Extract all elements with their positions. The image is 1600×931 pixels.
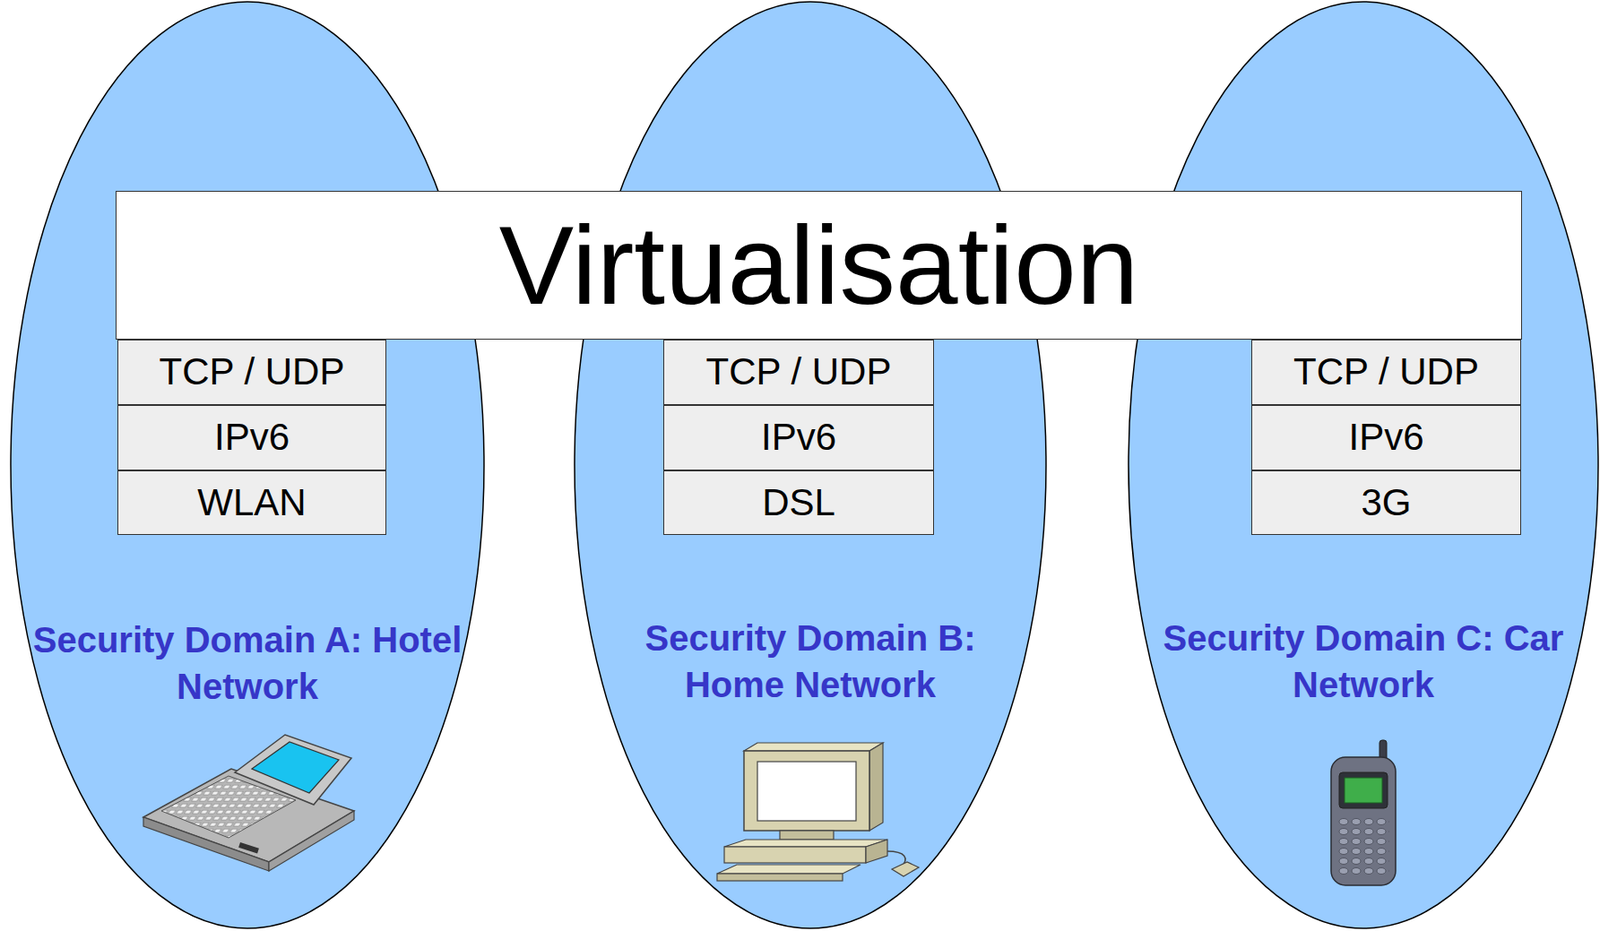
protocol-layer-box: IPv6 — [663, 405, 935, 471]
protocol-label: IPv6 — [761, 416, 837, 459]
security-domain-ellipse: Security Domain A: Hotel Network TCP / UD… — [9, 0, 485, 930]
mobile-phone-icon — [1331, 740, 1396, 886]
protocol-label: WLAN — [197, 482, 306, 524]
protocol-layer-box: TCP / UDP — [1251, 339, 1522, 406]
security-domain-ellipse: Security Domain C: Car Network TCP / UDP I… — [1127, 0, 1600, 930]
domain-label: Security Domain A: Hotel Network — [27, 616, 468, 710]
protocol-layer-box: TCP / UDP — [117, 339, 387, 406]
virtualisation-layer-box: Virtualisation — [115, 190, 1523, 340]
laptop-icon — [143, 735, 355, 872]
domain-label: Security Domain B: Home Network — [591, 614, 1030, 709]
security-domain-ellipse: Security Domain B: Home Network TCP / UDP… — [573, 0, 1047, 930]
domain-label: Security Domain C: Car Network — [1145, 614, 1582, 709]
domain-ellipse-shape — [1128, 1, 1599, 929]
protocol-layer-box: WLAN — [117, 470, 387, 536]
protocol-label: TCP / UDP — [706, 351, 892, 393]
domain-ellipse-shape — [10, 1, 485, 929]
protocol-layer-box: IPv6 — [117, 405, 387, 471]
protocol-layer-box: IPv6 — [1251, 405, 1522, 471]
domain-ellipse-shape — [574, 1, 1047, 929]
protocol-label: DSL — [761, 482, 836, 524]
protocol-layer-box: DSL — [663, 470, 935, 536]
protocol-label: IPv6 — [1348, 416, 1424, 459]
desktop-computer-icon — [717, 743, 919, 882]
protocol-label: TCP / UDP — [1293, 351, 1479, 393]
protocol-layer-box: 3G — [1251, 470, 1522, 536]
layer-title: Virtualisation — [499, 203, 1139, 328]
protocol-label: 3G — [1360, 482, 1411, 524]
protocol-label: IPv6 — [214, 416, 290, 459]
protocol-label: TCP / UDP — [159, 351, 346, 393]
protocol-layer-box: TCP / UDP — [663, 339, 935, 406]
